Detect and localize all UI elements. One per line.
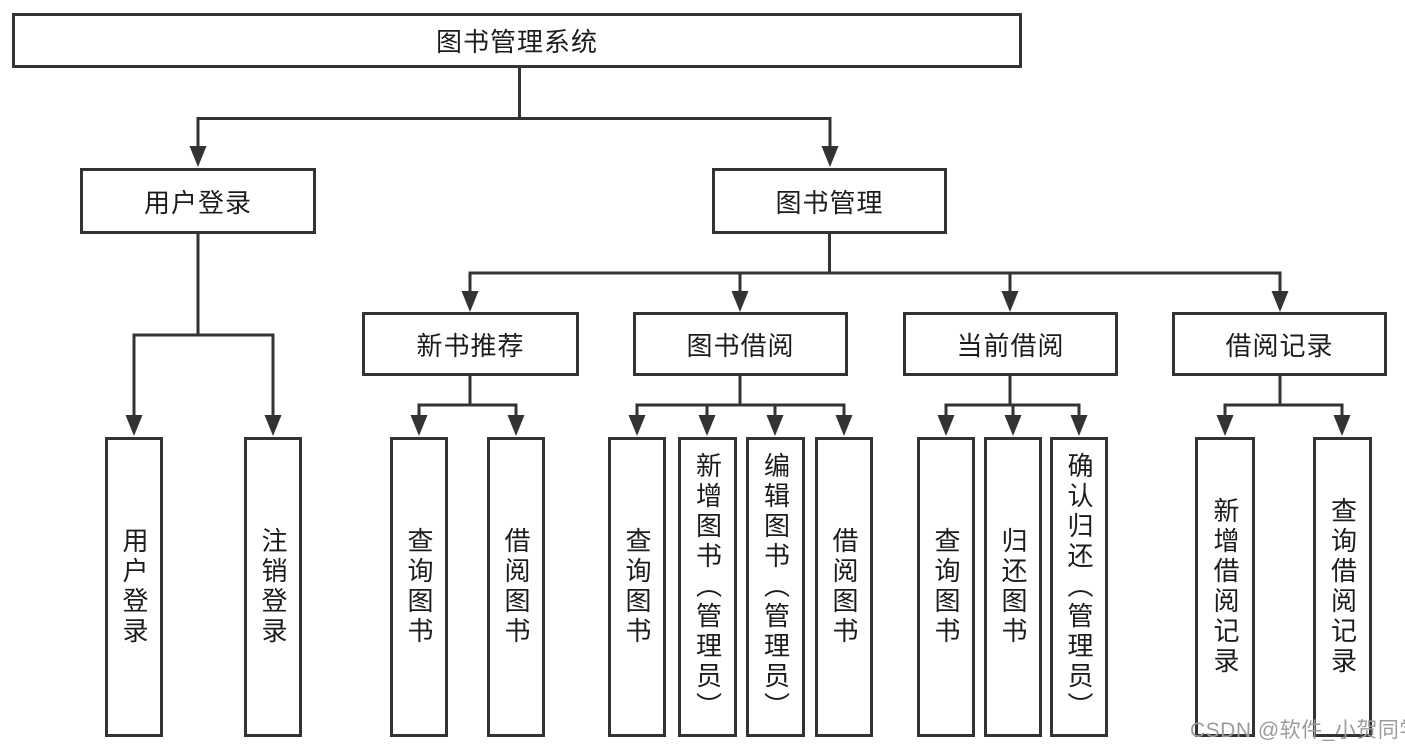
connector-current-borrow-branch — [944, 376, 1081, 418]
node-book-management: 图书管理 — [712, 168, 947, 234]
leaf-label: 用户登录 — [119, 527, 149, 647]
leaf-label: 新增图书（管理员） — [692, 452, 723, 722]
connector-book-borrow-branch — [635, 376, 846, 418]
arrowhead-leaf-query-books-3 — [937, 415, 955, 436]
node-new-book-recommend: 新书推荐 — [362, 312, 579, 376]
leaf-query-books-current: 查询图书 — [917, 437, 975, 737]
leaf-logout: 注销登录 — [244, 437, 302, 737]
leaf-edit-book-admin: 编辑图书（管理员） — [746, 437, 805, 737]
leaf-label: 查询图书 — [931, 527, 961, 647]
arrowhead-leaf-add-book — [698, 415, 716, 436]
leaf-add-borrow-record: 新增借阅记录 — [1195, 437, 1255, 737]
arrowhead-leaf-logout — [264, 415, 282, 436]
arrowhead-leaf-confirm-return — [1070, 415, 1088, 436]
node-label: 图书借阅 — [686, 330, 795, 361]
leaf-label: 借阅图书 — [829, 527, 859, 647]
node-current-borrow: 当前借阅 — [903, 312, 1118, 376]
arrowhead-leaf-query-borrow-record — [1333, 415, 1351, 436]
connector-borrow-records-branch — [1223, 376, 1344, 418]
arrowhead-book-management — [821, 146, 839, 167]
arrowhead-leaf-query-books-2 — [628, 415, 646, 436]
node-label: 用户登录 — [143, 187, 252, 218]
node-library-management-system: 图书管理系统 — [12, 13, 1022, 68]
arrowhead-leaf-edit-book — [766, 415, 784, 436]
leaf-label: 编辑图书（管理员） — [760, 452, 791, 722]
arrowhead-leaf-add-borrow-record — [1216, 415, 1234, 436]
arrowhead-book-borrow — [731, 291, 749, 312]
connector-user-login-branch — [132, 234, 275, 418]
leaf-label: 归还图书 — [998, 527, 1028, 647]
leaf-label: 查询图书 — [622, 527, 652, 647]
leaf-confirm-return-admin: 确认归还（管理员） — [1050, 437, 1108, 737]
csdn-watermark: CSDN @软件_小贺同学 — [1190, 719, 1405, 742]
arrowhead-leaf-borrow-books-2 — [835, 415, 853, 436]
leaf-label: 查询借阅记录 — [1327, 497, 1358, 677]
leaf-borrow-books-newbooks: 借阅图书 — [487, 437, 545, 737]
leaf-return-book: 归还图书 — [984, 437, 1042, 737]
connector-book-management-branch — [468, 234, 1282, 294]
node-label: 图书管理 — [775, 187, 884, 218]
arrowhead-borrow-records — [1271, 291, 1289, 312]
arrowhead-user-login — [189, 146, 207, 167]
leaf-query-books-newbooks: 查询图书 — [390, 437, 448, 737]
leaf-query-borrow-record: 查询借阅记录 — [1313, 437, 1372, 737]
leaf-borrow-books-borrow: 借阅图书 — [815, 437, 873, 737]
node-borrow-records: 借阅记录 — [1172, 312, 1387, 376]
leaf-query-books-borrow: 查询图书 — [608, 437, 666, 737]
node-label: 借阅记录 — [1225, 330, 1334, 361]
node-label: 当前借阅 — [956, 330, 1065, 361]
leaf-label: 确认归还（管理员） — [1064, 452, 1094, 722]
arrowhead-leaf-user-login — [125, 415, 143, 436]
arrowhead-current-borrow — [1001, 291, 1019, 312]
arrowhead-new-book-recommend — [461, 291, 479, 312]
arrowhead-leaf-return-book — [1004, 415, 1022, 436]
leaf-user-login: 用户登录 — [105, 437, 163, 737]
leaf-label: 借阅图书 — [501, 527, 531, 647]
arrowhead-leaf-borrow-books-1 — [507, 415, 525, 436]
leaf-label: 注销登录 — [258, 527, 288, 647]
leaf-add-book-admin: 新增图书（管理员） — [678, 437, 737, 737]
leaf-label: 新增借阅记录 — [1210, 497, 1240, 677]
connector-root-to-level2 — [196, 68, 832, 150]
connector-new-book-recommend-branch — [417, 376, 518, 418]
arrowhead-leaf-query-books-1 — [410, 415, 428, 436]
leaf-label: 查询图书 — [404, 527, 434, 647]
node-label: 新书推荐 — [416, 330, 525, 361]
node-label: 图书管理系统 — [435, 27, 598, 57]
node-book-borrow: 图书借阅 — [633, 312, 848, 376]
node-user-login: 用户登录 — [80, 168, 316, 234]
